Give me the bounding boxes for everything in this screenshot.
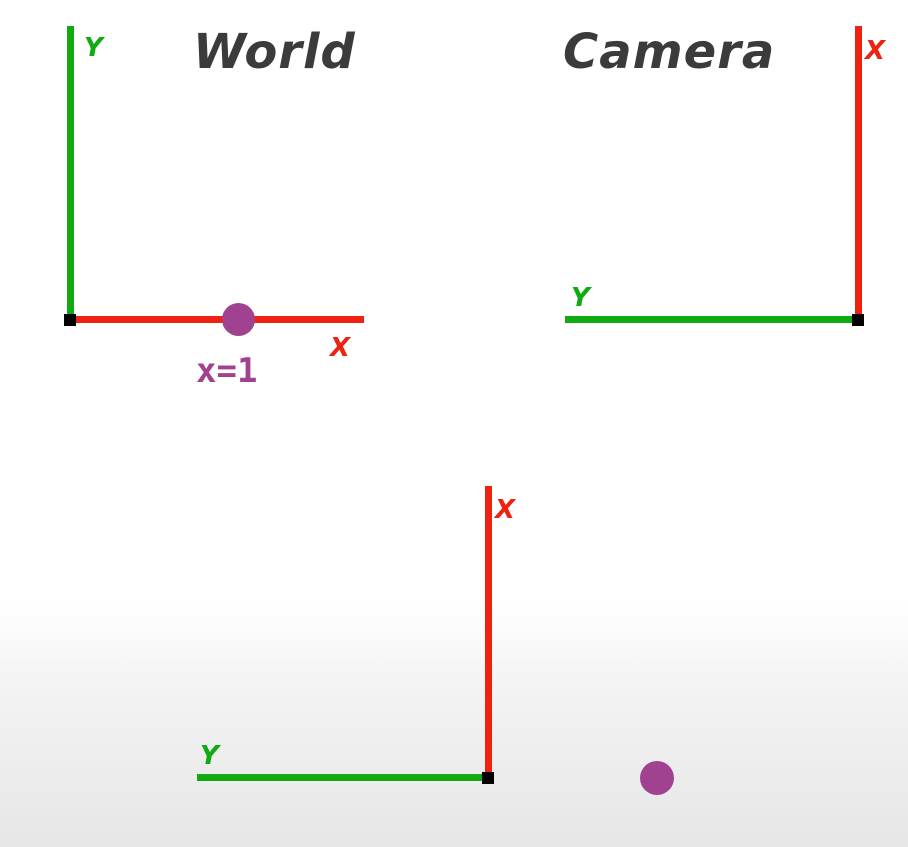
camera-y-axis <box>565 316 859 323</box>
world-origin <box>64 314 76 326</box>
world-x-axis <box>70 316 364 323</box>
camera-x-label: X <box>865 36 886 66</box>
world-point-label: x=1 <box>196 351 258 391</box>
bottom-x-label: X <box>495 495 516 525</box>
world-y-label: Y <box>84 33 103 63</box>
world-y-axis <box>67 26 74 320</box>
bottom-x-axis <box>485 486 492 780</box>
bottom-point <box>640 761 674 795</box>
camera-x-axis <box>855 26 862 320</box>
camera-y-label: Y <box>571 283 590 313</box>
world-x-label: X <box>330 333 351 363</box>
camera-origin <box>852 314 864 326</box>
camera-title: Camera <box>563 24 776 80</box>
bottom-y-axis <box>197 774 491 781</box>
bottom-origin <box>482 772 494 784</box>
world-point <box>222 303 255 336</box>
world-title: World <box>193 24 356 80</box>
bottom-y-label: Y <box>200 741 219 771</box>
